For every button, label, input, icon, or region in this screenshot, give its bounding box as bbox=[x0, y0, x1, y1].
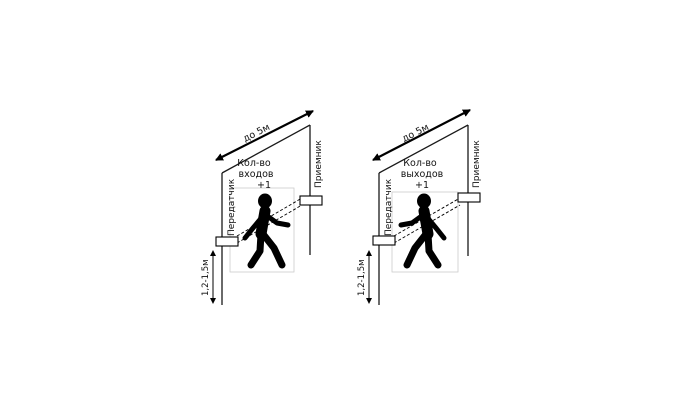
height-label: 1,2-1,5м bbox=[201, 259, 211, 296]
transmitter-sensor bbox=[372, 235, 396, 246]
transmitter-sensor bbox=[215, 236, 239, 247]
transmitter-label: Передатчик bbox=[384, 178, 394, 236]
counter-label-line2: выходов bbox=[401, 169, 444, 180]
counter-label-line2: входов bbox=[238, 169, 273, 180]
floor-area bbox=[391, 191, 459, 273]
distance-arrow bbox=[215, 110, 314, 161]
receiver-sensor bbox=[299, 195, 323, 206]
floor-area bbox=[229, 187, 295, 273]
counter-label-line3: +1 bbox=[415, 180, 429, 191]
counter-label-line3: +1 bbox=[257, 180, 271, 191]
receiver-sensor bbox=[457, 192, 481, 203]
transmitter-label: Передатчик bbox=[227, 178, 237, 236]
receiver-label: Приемник bbox=[472, 140, 482, 188]
walking-person-icon bbox=[398, 193, 447, 269]
diagram-entries: до 5м Кол-во входов +1 Передатчик Приемн… bbox=[201, 110, 324, 305]
distance-arrow bbox=[372, 109, 471, 161]
walking-person-icon bbox=[242, 193, 291, 269]
counter-label-line1: Кол-во bbox=[237, 158, 271, 169]
ir-beam bbox=[393, 197, 461, 244]
distance-label: до 5м bbox=[400, 122, 430, 145]
height-label: 1,2-1,5м bbox=[357, 259, 367, 296]
distance-label: до 5м bbox=[241, 122, 271, 145]
diagram-exits: до 5м Кол-во выходов +1 Передатчик Прием… bbox=[357, 109, 482, 305]
counter-label-line1: Кол-во bbox=[403, 158, 437, 169]
receiver-label: Приемник bbox=[314, 140, 324, 188]
